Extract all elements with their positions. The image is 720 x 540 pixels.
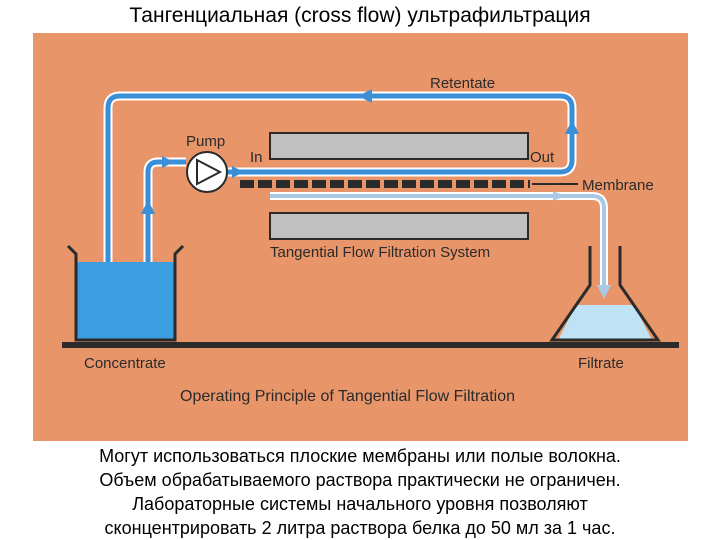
membrane-label: Membrane — [582, 177, 654, 194]
membrane-plate-bottom — [269, 212, 529, 240]
out-label: Out — [530, 149, 555, 166]
page-title: Тангенциальная (cross flow) ультрафильтр… — [129, 4, 591, 27]
beaker-liquid — [76, 262, 175, 340]
membrane-plate-top — [269, 132, 529, 160]
caption-line-2: Объем обрабатываемого раствора практичес… — [99, 470, 621, 490]
retentate-arrow — [358, 89, 372, 103]
filtrate-label: Filtrate — [578, 355, 624, 372]
flask-liquid — [558, 305, 652, 340]
filtrate-arrow — [553, 191, 565, 201]
caption: Могут использоваться плоские мембраны ил… — [0, 444, 720, 540]
retentate-arrow-right — [565, 120, 579, 134]
feed-arrow-2 — [162, 156, 174, 168]
caption-line-3: Лабораторные системы начального уровня п… — [132, 494, 588, 514]
in-label: In — [250, 149, 263, 166]
feed-arrow — [141, 200, 155, 214]
caption-line-1: Могут использоваться плоские мембраны ил… — [99, 446, 621, 466]
concentrate-label: Concentrate — [84, 355, 166, 372]
caption-line-4: сконцентрировать 2 литра раствора белка … — [104, 518, 616, 538]
filtrate-down-arrow — [597, 285, 611, 299]
bench-line — [62, 342, 679, 348]
system-label: Tangential Flow Filtration System — [270, 244, 490, 261]
principle-label: Operating Principle of Tangential Flow F… — [180, 388, 515, 405]
pump-label: Pump — [186, 133, 225, 150]
retentate-label: Retentate — [430, 75, 495, 92]
beaker-icon — [66, 244, 185, 342]
flask-icon — [549, 246, 661, 342]
in-arrow — [232, 166, 244, 178]
